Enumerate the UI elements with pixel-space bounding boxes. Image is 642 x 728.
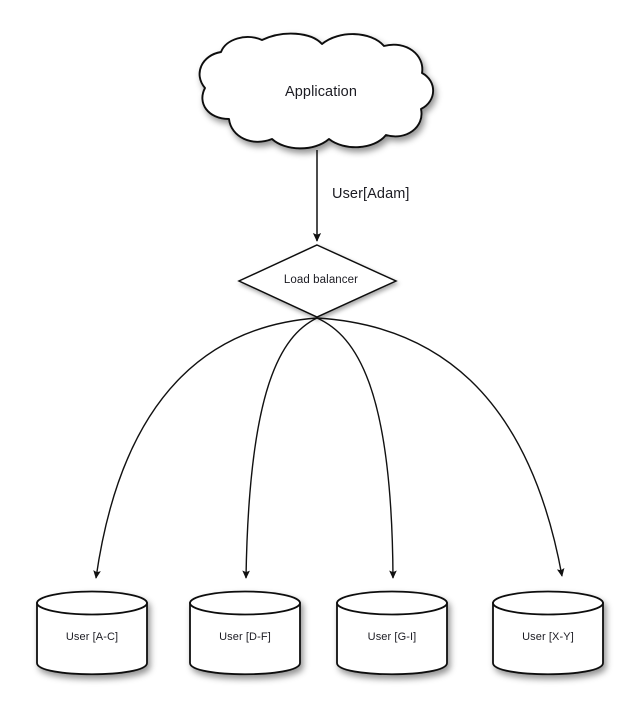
node-cylinder-db-3[interactable] bbox=[336, 590, 448, 676]
cylinder-body bbox=[36, 602, 148, 676]
edge-label-user-adam: User[Adam] bbox=[332, 186, 410, 202]
node-cloud-application[interactable] bbox=[198, 32, 435, 150]
edge-balancer-to-db-3 bbox=[316, 317, 397, 579]
cylinder-body bbox=[336, 602, 448, 676]
cylinder-top bbox=[336, 590, 448, 616]
edge-curve bbox=[93, 317, 318, 579]
edge-curve bbox=[316, 317, 565, 577]
cloud-shape bbox=[198, 32, 435, 150]
edge-balancer-to-db-4 bbox=[316, 317, 565, 577]
cylinder-label-db-4: User [X-Y] bbox=[522, 631, 574, 643]
cylinder-top bbox=[189, 590, 301, 616]
cylinder-top bbox=[492, 590, 604, 616]
cylinder-top bbox=[36, 590, 148, 616]
edge-balancer-to-db-2 bbox=[242, 317, 318, 579]
cylinder-body bbox=[492, 602, 604, 676]
diamond-shape bbox=[237, 244, 398, 318]
node-cylinder-db-2[interactable] bbox=[189, 590, 301, 676]
diamond-label: Load balancer bbox=[283, 274, 359, 286]
node-diamond-load-balancer[interactable] bbox=[237, 244, 398, 318]
node-cylinder-db-1[interactable] bbox=[36, 590, 148, 676]
cylinder-label-db-2: User [D-F] bbox=[219, 631, 271, 643]
cylinder-label-db-3: User [G-I] bbox=[367, 631, 417, 643]
node-cylinder-db-4[interactable] bbox=[492, 590, 604, 676]
cylinder-body bbox=[189, 602, 301, 676]
edge-curve bbox=[242, 317, 318, 579]
cylinder-label-db-1: User [A-C] bbox=[65, 631, 119, 643]
edge-balancer-to-db-1 bbox=[93, 317, 318, 579]
edge-curve bbox=[316, 317, 397, 579]
cloud-label: Application bbox=[284, 84, 358, 100]
